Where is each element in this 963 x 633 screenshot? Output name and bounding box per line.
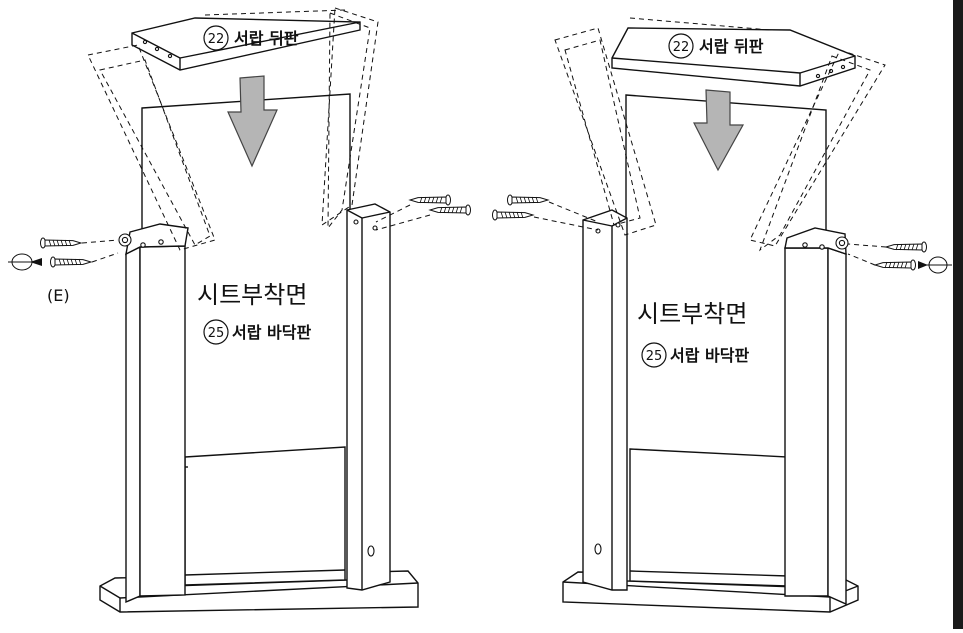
left-guide-outline-d [327,12,371,230]
right-guide-outline-c [749,49,886,247]
left-label-22-num: 22 [208,32,225,47]
left-guide-line-top [204,9,346,16]
right-page-border [953,0,963,629]
right-assembly: 22 서랍 뒤판 시트부착면 25 서랍 바닥판 [492,17,952,613]
left-label-25-text: 서랍 바닥판 [232,323,311,342]
left-label-25-num: 25 [208,326,225,341]
right-side-panel-right [784,227,849,606]
left-guide-outline-b [99,59,211,246]
left-label-25: 25 서랍 바닥판 [203,319,311,345]
right-label-25: 25 서랍 바닥판 [641,342,749,368]
right-drawer-back-board [611,27,856,87]
right-label-22: 22 서랍 뒤판 [668,33,764,59]
left-assembly: 22 서랍 뒤판 시트부착면 25 서랍 바닥판 (E) [8,7,471,613]
right-side-panel-left [582,209,628,591]
right-label-25-text: 서랍 바닥판 [670,346,749,365]
down-arrow-icon [227,75,278,168]
right-seat-side-label: 시트부착면 [637,300,747,328]
left-drawer-back-board [131,17,361,71]
right-guide-line-top [629,17,771,31]
step-label-e: (E) [47,286,70,305]
right-guide-outline-d [758,55,871,252]
left-side-panel-left [118,223,189,604]
left-side-panel-right [346,203,391,591]
left-seat-side-label: 시트부착면 [197,281,307,309]
right-drawer-opening [629,448,789,587]
down-arrow-icon [693,89,745,172]
left-guide-outline-c [321,7,379,226]
left-label-22-text: 서랍 뒤판 [234,29,299,48]
screwdriver-rotation-icon [8,253,42,271]
right-label-22-num: 22 [673,40,690,55]
right-label-22-text: 서랍 뒤판 [699,37,764,56]
left-drawer-opening [184,446,346,586]
right-guide-outline-b [564,39,641,226]
right-label-25-num: 25 [646,349,663,364]
left-label-22: 22 서랍 뒤판 [203,25,299,51]
right-guide-outline-a [554,27,657,236]
screwdriver-rotation-icon [918,256,952,274]
